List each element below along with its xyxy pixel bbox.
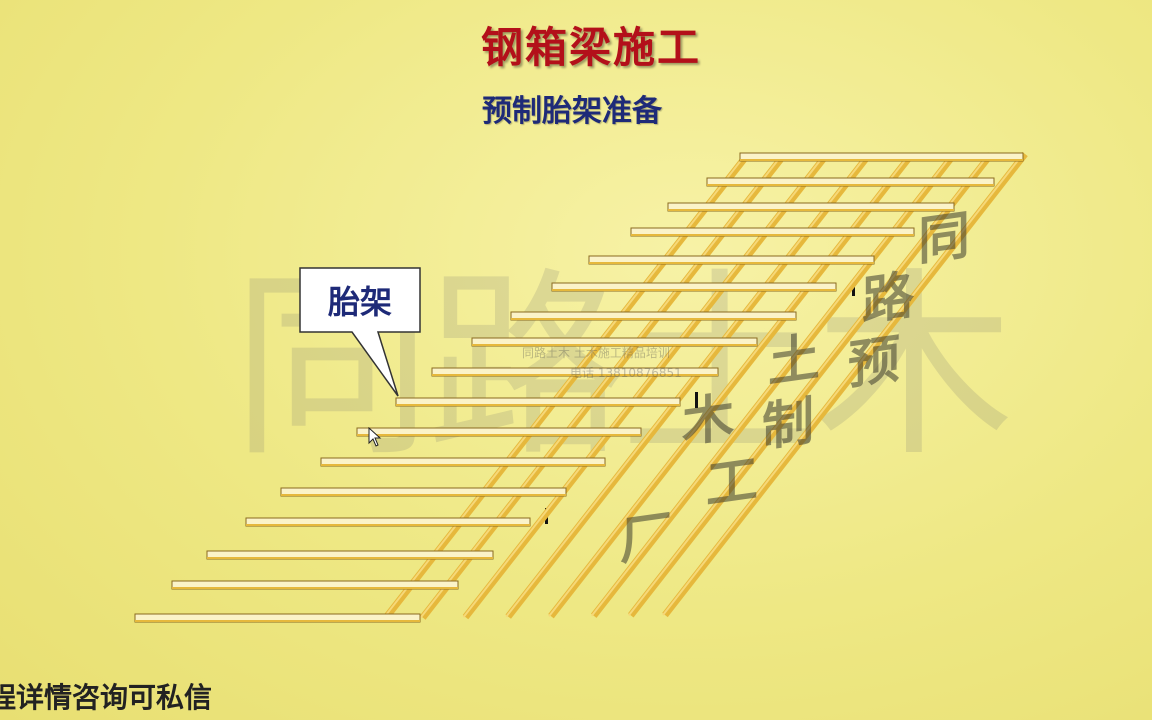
cross-slat (551, 282, 837, 292)
cross-slat (356, 427, 642, 437)
cross-slat (206, 550, 494, 560)
cross-slat (280, 487, 567, 497)
cross-slat (510, 311, 797, 321)
callout-bubble (299, 267, 421, 397)
side-char: 制 (762, 391, 815, 459)
cross-slat (471, 337, 758, 347)
cross-slat (134, 613, 421, 623)
cross-slat (667, 202, 955, 212)
cross-slat (245, 517, 531, 527)
cursor-arrow-icon (368, 427, 382, 447)
stamp-line-2: 电话 13810876851 (570, 366, 682, 380)
cross-slat (630, 227, 915, 237)
cross-slats (134, 152, 1024, 623)
footer-text: 程详情咨询可私信 (0, 681, 213, 714)
cross-slat (431, 367, 719, 377)
rail (628, 152, 994, 618)
cross-slat (320, 457, 606, 467)
stamp-line-1: 同路土木 土木施工精品培训 (522, 346, 670, 360)
side-char: 同 (918, 205, 971, 273)
callout-label: 胎架 (327, 283, 392, 321)
cross-slat (588, 255, 875, 265)
cross-slat (171, 580, 459, 590)
side-char: 预 (848, 329, 901, 397)
side-char: 工 (706, 449, 759, 517)
support-leg (695, 392, 698, 408)
side-char: 厂 (620, 505, 673, 573)
cross-slat (706, 177, 995, 187)
page-subtitle: 预制胎架准备 (482, 94, 662, 129)
rail-highlight (662, 153, 1024, 616)
rail (662, 151, 1028, 618)
rail-highlight (628, 153, 990, 616)
cross-slat (395, 397, 681, 407)
cross-slat (739, 152, 1024, 162)
page-title: 钢箱梁施工 (480, 23, 701, 72)
